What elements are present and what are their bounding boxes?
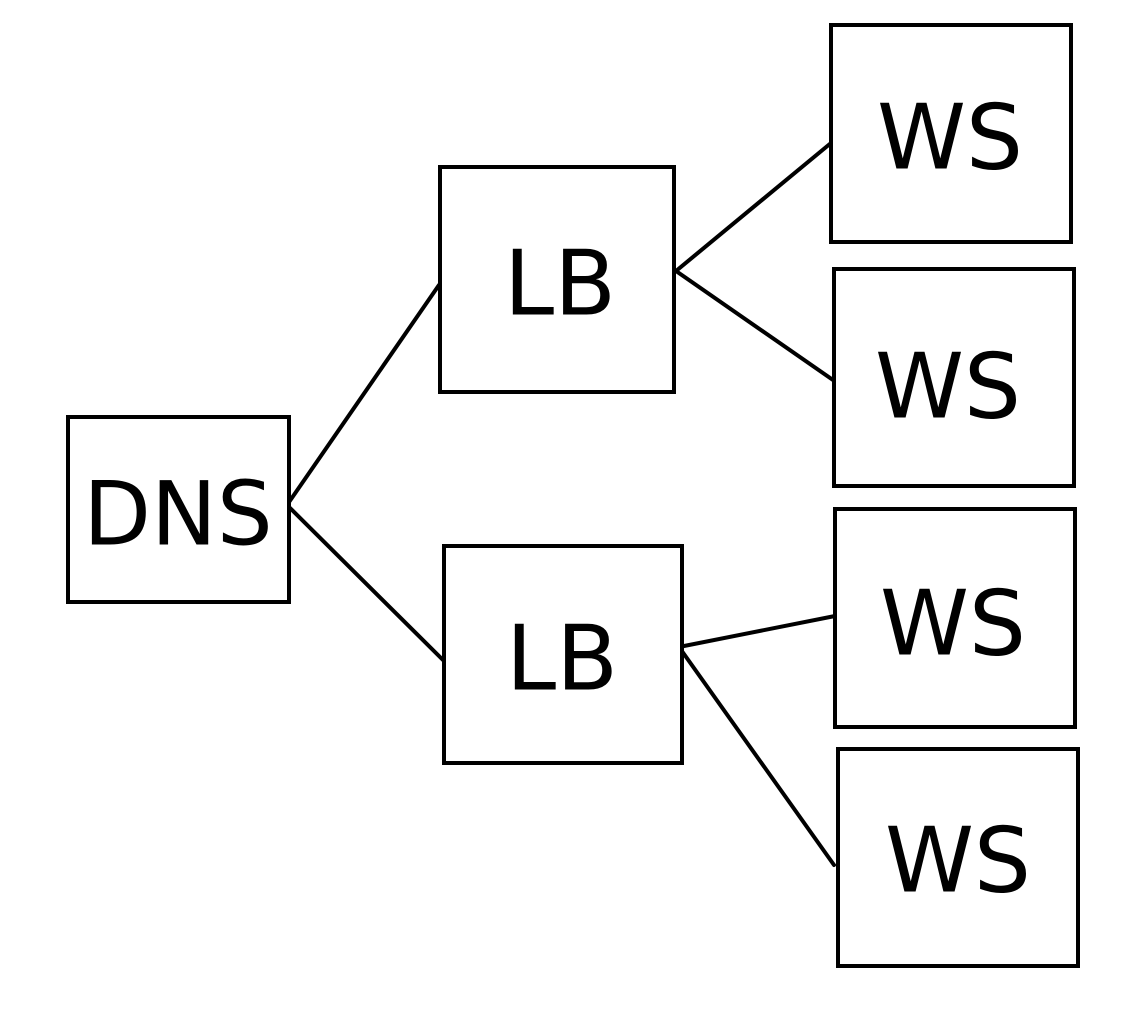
node-ws-3: WS bbox=[833, 507, 1077, 729]
edge-lb-top-ws-2 bbox=[674, 269, 835, 382]
node-lb-top-label: LB bbox=[504, 232, 616, 337]
node-dns: DNS bbox=[66, 415, 291, 604]
edge-dns-lb-top bbox=[285, 283, 441, 507]
node-lb-top-box bbox=[438, 165, 676, 394]
node-ws-1: WS bbox=[829, 23, 1073, 244]
node-ws-4-label: WS bbox=[885, 809, 1031, 914]
edge-dns-lb-bottom bbox=[285, 503, 446, 663]
node-lb-bottom-label: LB bbox=[506, 607, 618, 712]
node-ws-2-label: WS bbox=[875, 335, 1021, 440]
node-dns-label: DNS bbox=[83, 463, 272, 566]
node-ws-4: WS bbox=[836, 747, 1080, 968]
node-lb-bottom-box bbox=[442, 544, 684, 765]
node-ws-1-label: WS bbox=[877, 86, 1023, 191]
edge-lb-bottom-ws-4 bbox=[677, 645, 836, 867]
edges bbox=[285, 141, 837, 867]
node-ws-2-box bbox=[832, 267, 1076, 488]
node-ws-4-box bbox=[836, 747, 1080, 968]
node-ws-2: WS bbox=[832, 267, 1076, 488]
node-ws-1-box bbox=[829, 23, 1073, 244]
node-lb-bottom: LB bbox=[442, 544, 684, 765]
node-dns-box bbox=[66, 415, 291, 604]
edge-lb-top-ws-1 bbox=[674, 141, 833, 273]
node-lb-top: LB bbox=[438, 165, 676, 394]
node-ws-3-label: WS bbox=[880, 572, 1026, 677]
node-ws-3-box bbox=[833, 507, 1077, 729]
edge-lb-bottom-ws-3 bbox=[677, 614, 837, 649]
